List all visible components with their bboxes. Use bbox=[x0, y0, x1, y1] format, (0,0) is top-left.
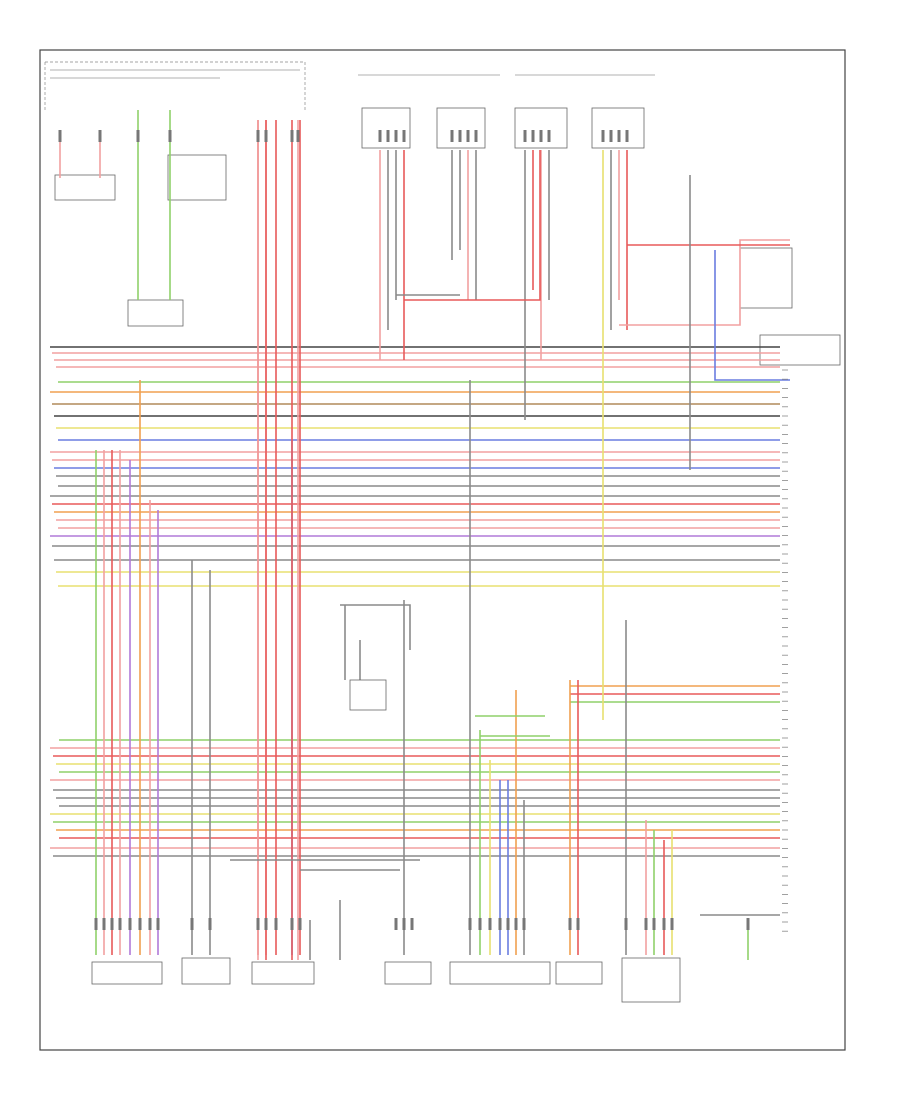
connector-pin bbox=[264, 918, 268, 930]
connector-pin bbox=[298, 918, 302, 930]
connector-pin bbox=[148, 918, 152, 930]
component-box bbox=[555, 961, 603, 985]
connector-pin bbox=[609, 130, 613, 142]
connector-pin bbox=[466, 130, 470, 142]
jump-wire bbox=[714, 250, 790, 381]
component-box bbox=[384, 961, 432, 985]
connector-pin bbox=[547, 130, 551, 142]
connector-pin bbox=[138, 918, 142, 930]
connector-pin bbox=[378, 130, 382, 142]
connector-pin bbox=[264, 130, 268, 142]
connector-pin bbox=[110, 918, 114, 930]
connector-pin bbox=[617, 130, 621, 142]
component-box bbox=[349, 679, 387, 711]
connector-pin bbox=[568, 918, 572, 930]
connector-pin bbox=[290, 918, 294, 930]
bottom-components bbox=[91, 679, 681, 1003]
connector-pin bbox=[625, 130, 629, 142]
connector-pin bbox=[514, 918, 518, 930]
connector-pin bbox=[746, 918, 750, 930]
connector-pin bbox=[498, 918, 502, 930]
connector-pin bbox=[190, 918, 194, 930]
connector-pin bbox=[488, 918, 492, 930]
jump-wire bbox=[340, 604, 411, 650]
connector-pin bbox=[128, 918, 132, 930]
connector-pin bbox=[274, 918, 278, 930]
connector-pin bbox=[102, 918, 106, 930]
connector-pin bbox=[624, 918, 628, 930]
connector-pin bbox=[523, 130, 527, 142]
connector-pin bbox=[662, 918, 666, 930]
connector-pin bbox=[670, 918, 674, 930]
connector-pin bbox=[531, 130, 535, 142]
diagram-frame bbox=[39, 49, 846, 1051]
ecm-pin-column bbox=[782, 369, 788, 932]
connector-pin bbox=[118, 918, 122, 930]
component-box bbox=[449, 961, 551, 985]
connector-pin bbox=[402, 918, 406, 930]
connector-pin bbox=[576, 918, 580, 930]
connector-pin bbox=[98, 130, 102, 142]
jump-wire bbox=[404, 150, 541, 301]
connector-pin bbox=[450, 130, 454, 142]
connector-pins bbox=[58, 130, 750, 930]
connector-pin bbox=[394, 918, 398, 930]
wire-harness bbox=[50, 110, 790, 960]
connector-pin bbox=[468, 918, 472, 930]
connector-pin bbox=[256, 918, 260, 930]
connector-pin bbox=[296, 130, 300, 142]
connector-pin bbox=[478, 918, 482, 930]
connector-pin bbox=[539, 130, 543, 142]
connector-headers bbox=[127, 74, 841, 366]
connector-pin bbox=[58, 130, 62, 142]
connector-pin bbox=[410, 918, 414, 930]
component-box bbox=[621, 957, 681, 1003]
connector-pin bbox=[506, 918, 510, 930]
fuse-block bbox=[44, 61, 306, 201]
component-box bbox=[91, 961, 163, 985]
connector-pin bbox=[168, 130, 172, 142]
connector-pin bbox=[644, 918, 648, 930]
component-box bbox=[181, 957, 231, 985]
connector-pin bbox=[156, 918, 160, 930]
connector-pin bbox=[652, 918, 656, 930]
jump-wire bbox=[619, 239, 790, 326]
connector-pin bbox=[394, 130, 398, 142]
connector-pin bbox=[136, 130, 140, 142]
connector-pin bbox=[522, 918, 526, 930]
connector-pin bbox=[601, 130, 605, 142]
connector-pin bbox=[290, 130, 294, 142]
component-box bbox=[251, 961, 315, 985]
connector-pin bbox=[402, 130, 406, 142]
connector-pin bbox=[208, 918, 212, 930]
connector-pin bbox=[474, 130, 478, 142]
connector-pin bbox=[256, 130, 260, 142]
connector-pin bbox=[458, 130, 462, 142]
connector-pin bbox=[386, 130, 390, 142]
connector-pin bbox=[94, 918, 98, 930]
